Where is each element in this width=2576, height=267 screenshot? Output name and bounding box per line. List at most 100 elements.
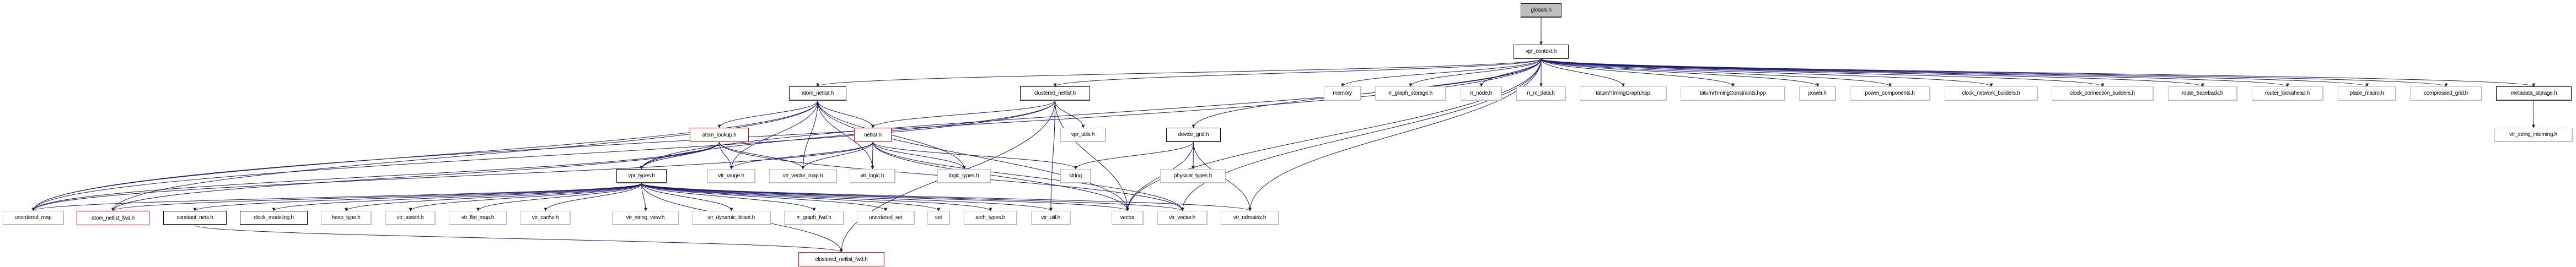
node-power[interactable]: power.h bbox=[1799, 86, 1836, 101]
edge-vpr-context-to-clock-connection-builders bbox=[1541, 58, 2105, 87]
edge-vpr-types-to-rr-graph-fwd bbox=[641, 183, 816, 211]
edge-atom-netlist-to-atom-lookup bbox=[717, 100, 818, 128]
node-constant-nets[interactable]: constant_nets.h bbox=[163, 211, 227, 225]
node-clock-network-builders[interactable]: clock_network_builders.h bbox=[1945, 86, 2038, 101]
node-logic-types[interactable]: logic_types.h bbox=[937, 169, 991, 183]
node-vtr-cache[interactable]: vtr_cache.h bbox=[520, 211, 571, 225]
edge-vpr-context-to-clock-network-builders bbox=[1541, 58, 1993, 87]
edge-netlist-to-vtr-vector-map bbox=[801, 141, 873, 170]
node-vtr-vector-map[interactable]: vtr_vector_map.h bbox=[769, 169, 837, 183]
node-vtr-flat-map[interactable]: vtr_flat_map.h bbox=[449, 211, 507, 225]
edge-vpr-context-to-atom-netlist bbox=[816, 58, 1542, 87]
node-vtr-dynamic-bitset[interactable]: vtr_dynamic_bitset.h bbox=[692, 211, 771, 225]
node-label: string bbox=[1069, 173, 1082, 179]
node-label: unordered_map bbox=[14, 215, 52, 221]
node-vtr-string-interning[interactable]: vtr_string_interning.h bbox=[2494, 128, 2573, 142]
node-vtr-range[interactable]: vtr_range.h bbox=[707, 169, 755, 183]
edge-vpr-context-to-router-lookahead bbox=[1541, 58, 2289, 87]
node-heap-type[interactable]: heap_type.h bbox=[321, 211, 372, 225]
node-netlist[interactable]: netlist.h bbox=[854, 128, 892, 142]
node-vpr-types[interactable]: vpr_types.h bbox=[616, 169, 667, 183]
node-label: set bbox=[935, 215, 942, 221]
edge-vpr-context-to-clustered-netlist bbox=[1053, 58, 1542, 87]
edge-atom-netlist-to-netlist bbox=[817, 100, 874, 128]
node-atom-lookup[interactable]: atom_lookup.h bbox=[690, 128, 749, 142]
node-label: memory bbox=[1333, 90, 1352, 96]
node-label: router_lookahead.h bbox=[2265, 90, 2310, 96]
node-compressed-grid[interactable]: compressed_grid.h bbox=[2410, 86, 2482, 101]
edge-clustered-netlist-to-vpr-utils bbox=[1055, 100, 1085, 128]
node-clock-modeling[interactable]: clock_modeling.h bbox=[240, 211, 308, 225]
edge-vpr-types-to-vtr-util bbox=[641, 183, 1053, 211]
node-set[interactable]: set bbox=[927, 211, 950, 225]
node-globals[interactable]: globals.h bbox=[1521, 3, 1561, 18]
node-string[interactable]: string bbox=[1060, 169, 1091, 183]
node-clock-connection-builders[interactable]: clock_connection_builders.h bbox=[2052, 86, 2154, 101]
node-vtr-ndmatrix[interactable]: vtr_ndmatrix.h bbox=[1221, 211, 1279, 225]
edge-clustered-netlist-to-unordered-map bbox=[31, 100, 1055, 211]
edge-vpr-context-to-place-macro bbox=[1541, 58, 2369, 87]
node-timing-constraints[interactable]: tatum/TimingConstraints.hpp bbox=[1681, 86, 1785, 101]
node-vpr-utils[interactable]: vpr_utils.h bbox=[1060, 128, 1106, 142]
edge-vpr-types-to-unordered-set bbox=[641, 183, 888, 211]
edge-atom-netlist-to-unordered-map bbox=[31, 100, 818, 211]
node-label: vtr_vector.h bbox=[1168, 215, 1196, 221]
edge-netlist-to-unordered-map bbox=[31, 141, 873, 211]
node-vector[interactable]: vector bbox=[1112, 211, 1144, 225]
edge-atom-lookup-to-atom-netlist-fwd bbox=[111, 141, 720, 211]
edge-atom-lookup-to-vtr-vector-map bbox=[719, 141, 805, 170]
node-label: device_grid.h bbox=[1178, 132, 1209, 138]
edge-atom-netlist-to-vtr-range bbox=[729, 100, 818, 170]
node-vpr-context[interactable]: vpr_context.h bbox=[1514, 45, 1569, 59]
node-label: rr_rc_data.h bbox=[1527, 90, 1555, 96]
node-label: place_macro.h bbox=[2349, 90, 2384, 96]
node-timing-graph[interactable]: tatum/TimingGraph.hpp bbox=[1580, 86, 1667, 101]
node-label: vtr_string_interning.h bbox=[2509, 132, 2557, 138]
node-route-traceback[interactable]: route_traceback.h bbox=[2168, 86, 2237, 101]
edge-netlist-to-string bbox=[872, 141, 1077, 170]
node-vtr-util[interactable]: vtr_util.h bbox=[1031, 211, 1071, 225]
node-label: power_components.h bbox=[1865, 90, 1915, 96]
node-vtr-string-view[interactable]: vtr_string_view.h bbox=[612, 211, 679, 225]
node-memory[interactable]: memory bbox=[1324, 86, 1361, 101]
node-power-components[interactable]: power_components.h bbox=[1850, 86, 1930, 101]
node-atom-netlist[interactable]: atom_netlist.h bbox=[789, 86, 846, 101]
node-unordered-set[interactable]: unordered_set bbox=[857, 211, 915, 225]
node-rr-rc-data[interactable]: rr_rc_data.h bbox=[1516, 86, 1566, 101]
node-label: vtr_dynamic_bitset.h bbox=[707, 215, 755, 221]
node-atom-netlist-fwd[interactable]: atom_netlist_fwd.h bbox=[77, 211, 149, 225]
edge-vpr-context-to-power-components bbox=[1541, 58, 1892, 87]
node-vtr-vector[interactable]: vtr_vector.h bbox=[1157, 211, 1208, 225]
edge-vpr-types-to-vtr-vector bbox=[641, 183, 1184, 211]
node-rr-graph-storage[interactable]: rr_graph_storage.h bbox=[1375, 86, 1446, 101]
node-clustered-netlist-fwd[interactable]: clustered_netlist_fwd.h bbox=[798, 252, 884, 266]
edge-vpr-context-to-memory bbox=[1341, 58, 1542, 87]
edge-clustered-netlist-to-vtr-util bbox=[1049, 100, 1055, 211]
node-arch-types[interactable]: arch_types.h bbox=[964, 211, 1017, 225]
node-physical-types[interactable]: physical_types.h bbox=[1160, 169, 1226, 183]
node-label: netlist.h bbox=[864, 132, 882, 138]
node-clustered-netlist[interactable]: clustered_netlist.h bbox=[1020, 86, 1090, 101]
node-label: vpr_context.h bbox=[1525, 48, 1557, 55]
node-metadata-storage[interactable]: metadata_storage.h bbox=[2496, 86, 2572, 101]
node-router-lookahead[interactable]: router_lookahead.h bbox=[2252, 86, 2323, 101]
node-device-grid[interactable]: device_grid.h bbox=[1166, 128, 1221, 142]
edge-vpr-types-to-clock-modeling bbox=[272, 183, 642, 211]
node-vtr-logic[interactable]: vtr_logic.h bbox=[850, 169, 895, 183]
edge-vpr-types-to-vector bbox=[641, 183, 1129, 211]
node-rr-graph-fwd[interactable]: rr_graph_fwd.h bbox=[784, 211, 844, 225]
node-label: unordered_set bbox=[868, 215, 903, 221]
edge-clustered-netlist-to-vector bbox=[1055, 100, 1129, 211]
node-label: atom_lookup.h bbox=[702, 132, 737, 138]
node-label: power.h bbox=[1808, 90, 1827, 96]
node-unordered-map[interactable]: unordered_map bbox=[3, 211, 64, 225]
edge-vpr-context-to-route-traceback bbox=[1541, 58, 2204, 87]
node-rr-node[interactable]: rr_node.h bbox=[1461, 86, 1502, 101]
node-label: compressed_grid.h bbox=[2424, 90, 2468, 96]
node-place-macro[interactable]: place_macro.h bbox=[2338, 86, 2396, 101]
node-label: globals.h bbox=[1531, 7, 1552, 13]
node-vtr-assert[interactable]: vtr_assert.h bbox=[385, 211, 436, 225]
edge-netlist-to-vtr-vector bbox=[872, 141, 1184, 211]
edge-device-grid-to-string bbox=[1074, 141, 1194, 170]
